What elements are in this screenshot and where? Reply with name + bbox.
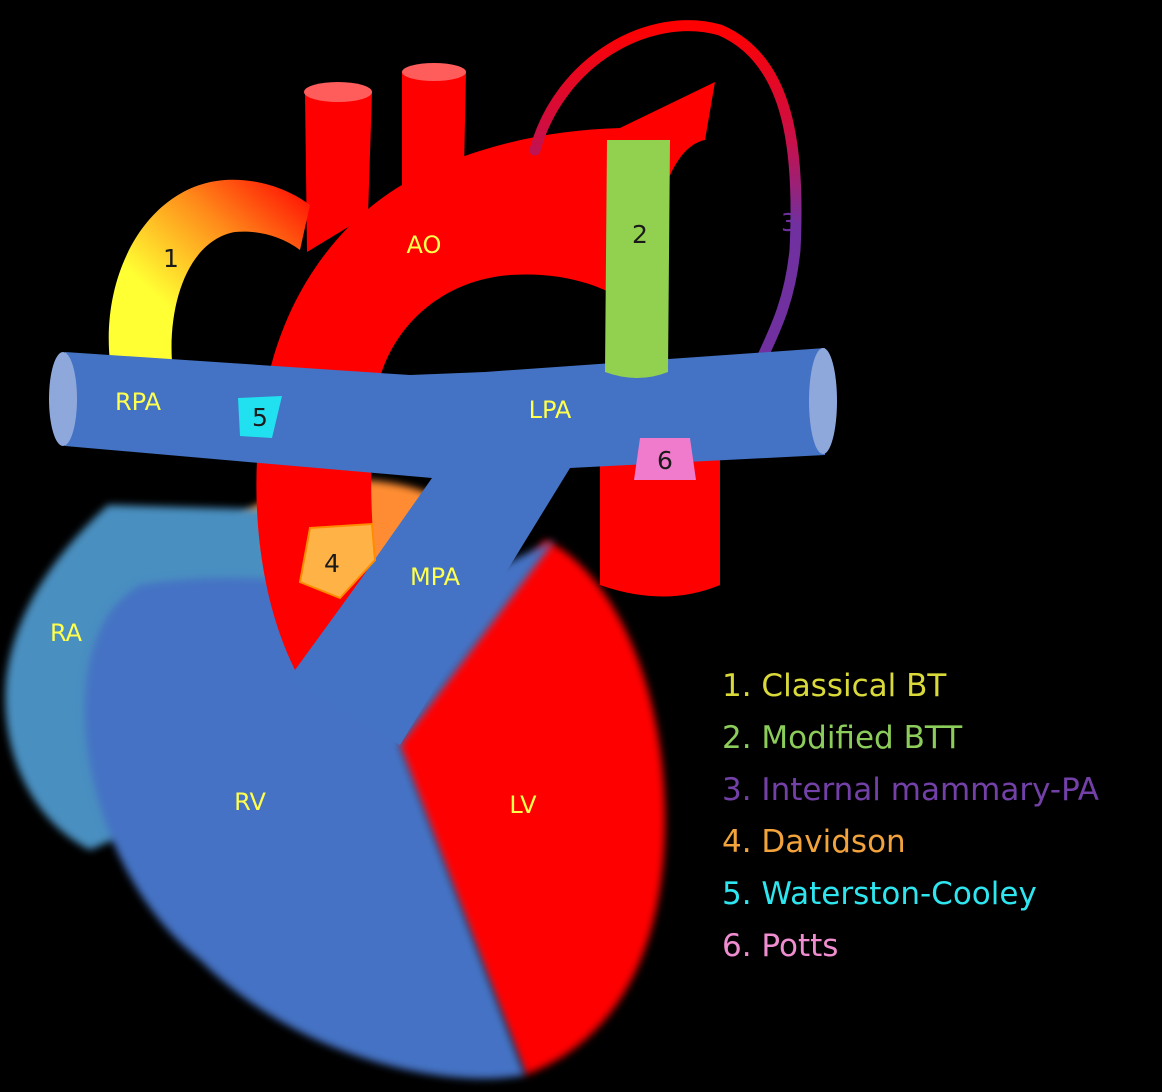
- label-lpa: LPA: [529, 396, 572, 424]
- modified-btt-shunt: [605, 140, 670, 378]
- left-carotid-artery-top: [402, 63, 466, 81]
- lpa-end-cap: [809, 348, 837, 454]
- label-rpa: RPA: [115, 388, 162, 416]
- shunt-legend: 1. Classical BT 2. Modified BTT 3. Inter…: [722, 660, 1099, 972]
- marker-1: 1: [163, 244, 179, 273]
- label-rv: RV: [234, 788, 266, 816]
- label-mpa: MPA: [410, 563, 461, 591]
- label-ao: AO: [407, 231, 442, 259]
- rpa-end-cap: [49, 352, 77, 446]
- label-ra: RA: [50, 619, 83, 647]
- marker-4: 4: [324, 549, 340, 578]
- davidson-shunt: [298, 522, 377, 600]
- potts-shunt: [634, 438, 696, 480]
- left-ventricle: [395, 540, 665, 1075]
- legend-item-internal-mammary-pa: 3. Internal mammary-PA: [722, 772, 1099, 808]
- marker-3: 3: [781, 208, 797, 237]
- innominate-artery-top: [304, 82, 372, 102]
- marker-5: 5: [252, 403, 268, 432]
- legend-item-modified-btt: 2. Modified BTT: [722, 720, 963, 756]
- pulmonary-artery-trunk: [65, 348, 825, 745]
- legend-item-classical-bt: 1. Classical BT: [722, 668, 947, 704]
- marker-6: 6: [657, 446, 673, 475]
- classical-bt-shunt: [108, 179, 310, 362]
- legend-item-davidson: 4. Davidson: [722, 824, 906, 860]
- label-lv: LV: [509, 791, 537, 819]
- internal-mammary-shunt: [529, 20, 802, 364]
- legend-item-waterston-cooley: 5. Waterston-Cooley: [722, 876, 1037, 912]
- legend-item-potts: 6. Potts: [722, 928, 839, 964]
- marker-2: 2: [632, 220, 648, 249]
- aortic-arch: [256, 82, 715, 670]
- left-carotid-artery: [402, 72, 466, 190]
- innominate-artery: [305, 92, 372, 252]
- waterston-cooley-shunt: [238, 396, 282, 438]
